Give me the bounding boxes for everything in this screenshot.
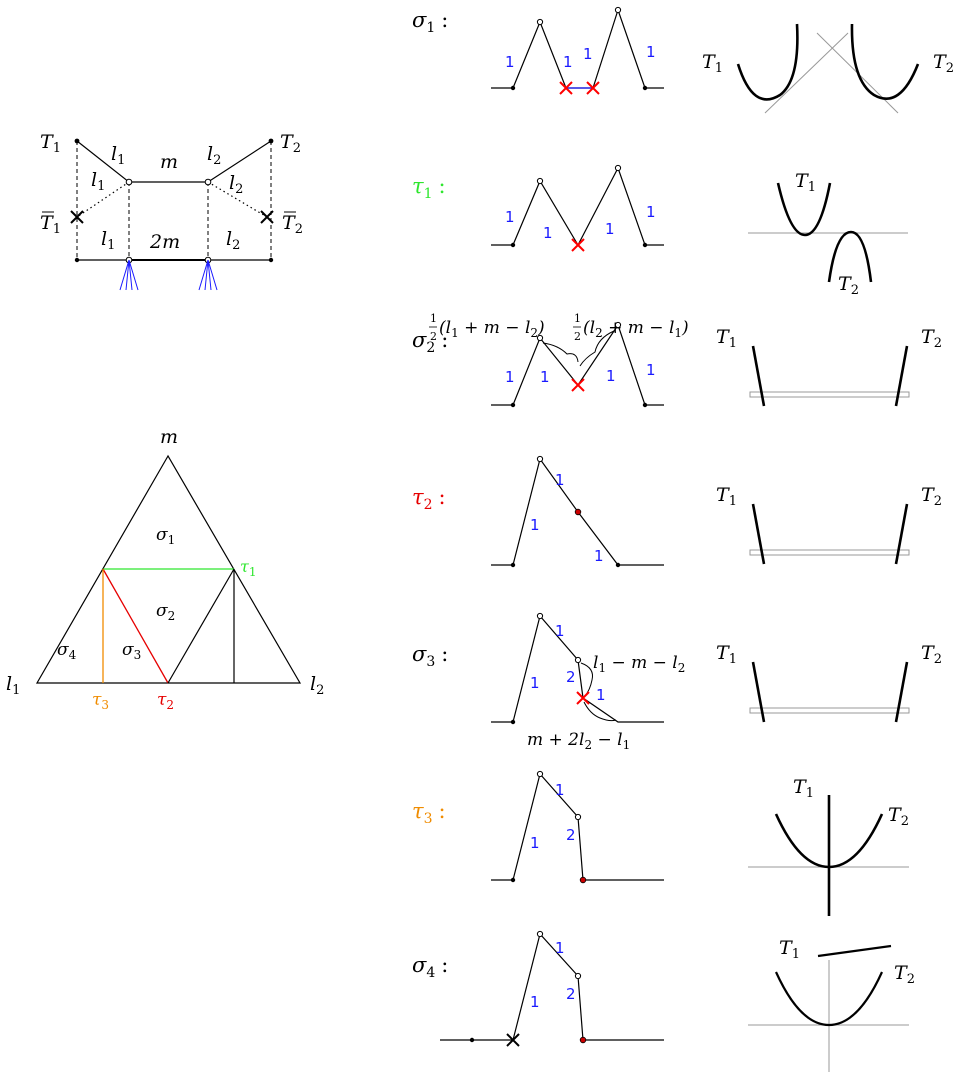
half-length-annotation-left: 1 2 (l1 + m − l2) [430,307,545,345]
curves-tau3: T1 T2 [748,776,909,916]
curve-label-T1: T1 [716,484,737,509]
triangle-right-l2: l2 [310,673,324,698]
weight-label: 1 [555,471,565,489]
region-sigma3: σ3 [122,640,141,662]
edge-tau3: τ3 [92,690,109,712]
weight-label: 1 [530,834,540,852]
weight-label: 1 [646,203,656,221]
weight-label: 1 [555,939,565,957]
half-length-annotation-right: 1 2 (l2 + m − l1) [574,307,689,345]
weight-label: 1 [505,208,515,226]
row-label-tau3: τ3: [412,799,446,827]
edge-tau2: τ2 [157,690,174,712]
weight-label: 1 [606,367,616,385]
label-T1-bar: T1 [40,212,61,237]
label-m-top: m [160,151,178,173]
curves-sigma1: T1 T2 [702,23,954,114]
length-annotation-bottom: m + 2l2 − l1 [527,730,630,752]
label-T1: T1 [40,131,61,156]
weight-label: 1 [543,224,553,242]
graph-tau3: 1 1 2 [491,770,664,884]
row-label-sigma1: σ1: [412,8,448,36]
row-label-sigma4: σ4: [412,953,448,981]
label-l1-mid: l1 [91,169,105,194]
weight-label: 1 [530,516,540,534]
region-sigma2: σ2 [156,601,175,623]
edge-tau1: τ1 [240,557,257,579]
curve-label-T1: T1 [716,326,737,351]
label-T2: T2 [280,131,301,156]
moduli-triangle: m l1 l2 σ1 σ2 σ3 σ4 τ1 τ2 τ3 [6,426,324,712]
curves-tau2: T1 T2 [716,484,942,565]
curve-label-T1: T1 [793,776,814,801]
graph-sigma1: 1 1 1 1 [491,6,664,95]
weight-label: 1 [505,53,515,71]
label-l2-mid: l2 [229,172,243,197]
triangle-left-l1: l1 [6,673,20,698]
weight-label: 1 [563,53,573,71]
label-2m: 2m [149,231,180,253]
weight-label: 1 [596,686,606,704]
label-T2-bar: T2 [282,212,303,237]
curve-label-T2: T2 [921,484,942,509]
weight-label: 1 [646,361,656,379]
tropical-curve-figure: T1 T2 T1 T2 l1 m l2 l1 l2 l1 2m l2 [40,131,303,291]
annotation-sigma2: 1 2 (l1 + m − l2) 1 2 (l2 + m − l1) [429,307,689,345]
label-l1-bot: l1 [101,228,115,253]
graph-tau1: 1 1 1 1 [491,164,664,252]
weight-label: 1 [530,993,540,1011]
weight-label: 1 [555,781,565,799]
label-l2-bot: l2 [226,228,240,253]
curve-label-T2: T2 [838,273,859,298]
curve-label-T1: T1 [779,937,800,962]
curve-label-T1: T1 [702,51,723,76]
label-l1-top: l1 [111,143,125,168]
weight-label: 2 [566,985,576,1003]
weight-label: 1 [583,45,593,63]
weight-label: 1 [646,43,656,61]
weight-label: 2 [566,826,576,844]
weight-label: 2 [566,668,576,686]
weight-label: 1 [555,622,565,640]
curve-label-T1: T1 [795,170,816,195]
curves-tau1: T1 T2 [748,170,908,298]
curves-sigma3: T1 T2 [716,642,942,723]
curves-sigma2: T1 T2 [716,326,942,407]
region-sigma1: σ1 [156,525,175,547]
curve-label-T1: T1 [716,642,737,667]
graph-tau2: 1 1 1 [491,455,664,568]
curves-sigma4: T1 T2 [748,937,915,1072]
weight-label: 1 [605,220,615,238]
weight-label: 1 [594,547,604,565]
weight-label: 1 [540,368,550,386]
row-label-sigma3: σ3: [412,642,448,670]
row-label-tau1: τ1: [412,174,446,202]
graph-sigma2: 1 1 1 1 [491,321,664,408]
curve-label-T2: T2 [921,326,942,351]
row-labels: σ1: τ1: σ2: τ2: σ3: τ3: σ4: [412,8,448,981]
length-annotation-top: l1 − m − l2 [593,653,685,675]
curve-label-T2: T2 [894,962,915,987]
row-label-sigma2: σ2: [412,328,448,356]
curve-label-T2: T2 [921,642,942,667]
graph-sigma4: 1 1 2 [440,930,664,1047]
weight-label: 1 [505,368,515,386]
weight-label: 1 [530,674,540,692]
row-label-tau2: τ2: [412,485,446,513]
triangle-apex-m: m [160,426,178,448]
region-sigma4: σ4 [57,640,77,662]
graph-sigma3: 1 1 2 1 l1 − m − l2 m + 2l2 − l1 [491,612,685,752]
curve-label-T2: T2 [933,51,954,76]
curve-label-T2: T2 [888,804,909,829]
label-l2-top: l2 [207,143,221,168]
